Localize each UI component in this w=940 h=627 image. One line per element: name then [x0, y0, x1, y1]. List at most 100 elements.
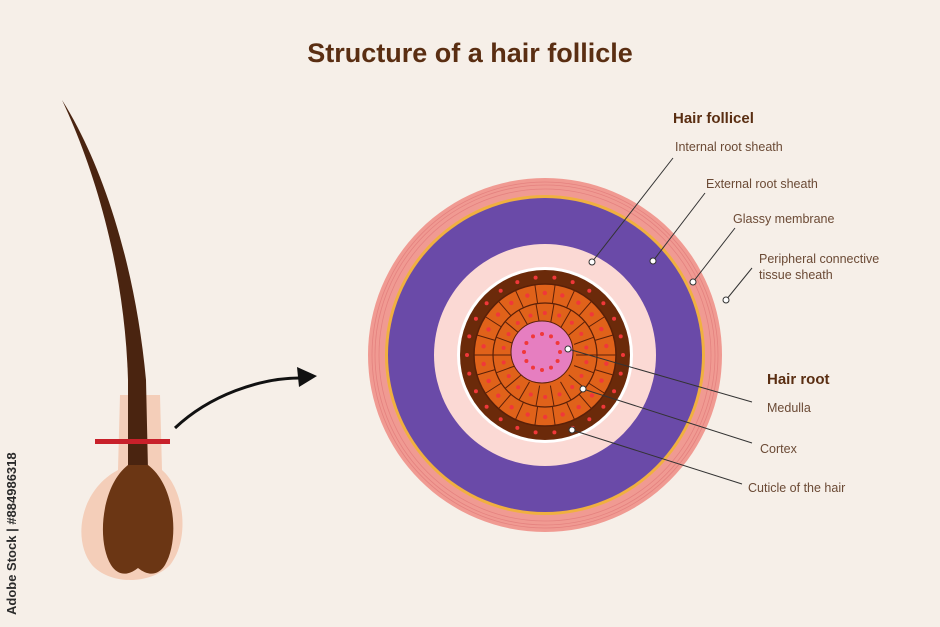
cell-nucleus — [528, 313, 533, 318]
cell-wall — [560, 381, 572, 401]
cell-nucleus — [612, 316, 617, 321]
cell-wall — [476, 334, 496, 341]
cell-wall — [588, 382, 605, 394]
cell-wall — [560, 309, 572, 329]
cell-nucleus — [533, 430, 538, 435]
cell-nucleus — [506, 332, 511, 337]
cell-nucleus — [621, 353, 625, 357]
cell-nucleus — [557, 392, 562, 397]
cell-nucleus — [560, 412, 565, 417]
label-medulla: Medulla — [767, 401, 811, 415]
cell-nucleus — [552, 430, 557, 435]
arrow-head-icon — [297, 367, 317, 387]
cell-nucleus — [506, 374, 511, 379]
cell-nucleus — [533, 275, 538, 280]
cell-wall — [549, 303, 555, 325]
cell-nucleus — [498, 288, 503, 293]
cell-nucleus — [584, 345, 589, 350]
cell-nucleus — [542, 414, 548, 420]
cell-wall — [588, 316, 605, 328]
label-cuticle: Cuticle of the hair — [748, 481, 846, 495]
cell-wall — [534, 284, 539, 304]
cell-nucleus — [604, 343, 609, 349]
cell-nucleus — [576, 300, 581, 305]
cell-nucleus — [486, 378, 491, 384]
cell-wall — [551, 284, 556, 304]
cell-nucleus — [516, 385, 521, 390]
cell-nucleus — [481, 344, 486, 349]
cell-nucleus — [515, 280, 520, 285]
cell-nucleus — [484, 301, 489, 306]
cell-wall — [551, 406, 556, 426]
hair-follicle-heading: Hair follicel — [673, 110, 754, 127]
medulla-nucleus — [524, 359, 529, 363]
cell-wall — [495, 365, 517, 374]
hair-shaft — [62, 100, 148, 470]
label-cortex: Cortex — [760, 442, 797, 456]
cell-nucleus — [473, 389, 478, 394]
cell-nucleus — [501, 345, 506, 350]
cell-nucleus — [552, 275, 557, 280]
cell-wall — [515, 290, 524, 308]
cell-wall — [534, 406, 539, 426]
cell-nucleus — [525, 412, 530, 417]
cell-nucleus — [618, 371, 623, 376]
cell-nucleus — [486, 327, 491, 332]
cell-wall — [498, 301, 512, 317]
cell-nucleus — [509, 300, 514, 306]
cell-nucleus — [560, 293, 565, 298]
cell-nucleus — [579, 373, 584, 378]
cell-nucleus — [557, 313, 562, 318]
cell-nucleus — [467, 371, 472, 376]
medulla-nucleus — [549, 334, 553, 339]
follicle-cross-section — [368, 178, 722, 532]
cell-wall — [594, 334, 614, 341]
cell-nucleus — [498, 417, 503, 422]
cell-nucleus — [473, 316, 478, 321]
cell-nucleus — [515, 425, 520, 430]
medulla-nucleus — [540, 368, 544, 372]
cell-wall — [498, 393, 512, 409]
cell-wall — [594, 369, 614, 376]
label-glassy-membrane: Glassy membrane — [733, 212, 835, 226]
cell-wall — [504, 374, 522, 389]
cell-nucleus — [599, 378, 604, 383]
cell-nucleus — [589, 312, 594, 317]
hair-illustration — [62, 100, 317, 580]
medulla-nucleus — [524, 341, 529, 345]
cell-nucleus — [543, 394, 548, 399]
cell-nucleus — [589, 393, 595, 398]
cell-nucleus — [570, 280, 575, 285]
cell-nucleus — [576, 404, 581, 410]
medulla-nucleus — [531, 365, 535, 370]
medulla-nucleus — [555, 341, 560, 345]
cell-nucleus — [484, 404, 489, 409]
cell-nucleus — [465, 353, 469, 357]
cell-nucleus — [601, 404, 606, 409]
medulla-nucleus — [555, 359, 560, 363]
label-internal-root-sheath: Internal root sheath — [675, 140, 783, 154]
page-title: Structure of a hair follicle — [307, 38, 633, 68]
cell-nucleus — [601, 301, 606, 306]
cell-nucleus — [509, 405, 514, 410]
cell-nucleus — [612, 389, 617, 394]
cell-nucleus — [515, 320, 520, 325]
cell-wall — [485, 316, 502, 328]
medulla-nucleus — [540, 332, 544, 336]
cell-wall — [578, 301, 592, 317]
cell-nucleus — [496, 393, 501, 398]
cell-nucleus — [587, 417, 592, 422]
medulla — [510, 320, 574, 384]
cell-nucleus — [495, 312, 501, 317]
cell-nucleus — [542, 290, 548, 296]
cell-nucleus — [599, 326, 604, 332]
cell-nucleus — [525, 293, 530, 298]
cell-nucleus — [570, 385, 575, 390]
leader-lines — [564, 157, 753, 485]
cell-wall — [518, 381, 530, 401]
hair-root-heading: Hair root — [767, 371, 830, 388]
cell-wall — [573, 365, 595, 374]
arrow — [173, 376, 301, 430]
label-external-root-sheath: External root sheath — [706, 177, 818, 191]
